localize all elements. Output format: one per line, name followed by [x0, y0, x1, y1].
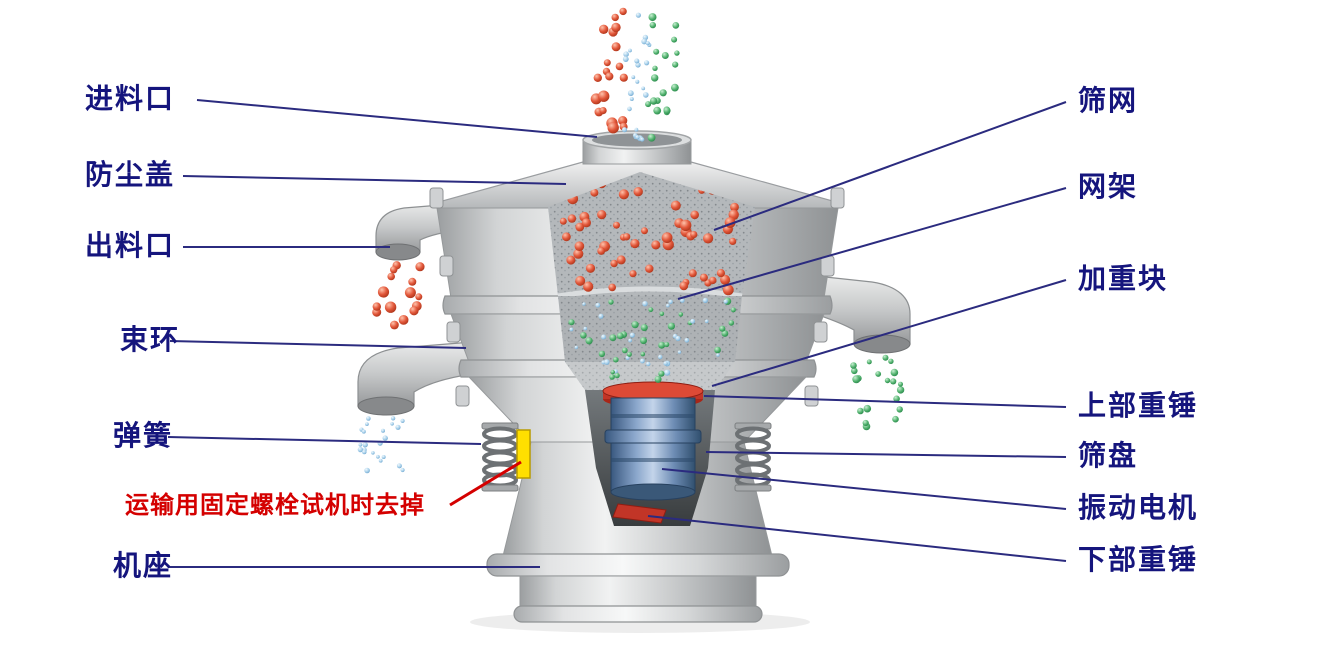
transport-bolt: [516, 429, 531, 479]
label-spring: 弹簧: [113, 421, 174, 452]
particles-blue-stream: [621, 12, 652, 142]
leader-line-mesh-frame: [677, 187, 1067, 300]
base-foot: [513, 605, 763, 623]
discharge-spout-lower-left: [357, 341, 473, 416]
discharge-spout-right: [815, 275, 911, 354]
leader-line-feed-inlet: [196, 99, 598, 138]
leader-line-weight-block: [711, 279, 1067, 387]
cutaway-interior-upper: [548, 172, 755, 296]
label-dust-cover: 防尘盖: [85, 160, 176, 191]
leader-line-upper-weight: [703, 395, 1067, 408]
leader-line-spring: [167, 436, 482, 445]
leader-line-sieve-tray: [705, 451, 1067, 458]
screen-mesh-part: [557, 286, 743, 299]
leader-line-lower-weight: [647, 515, 1067, 562]
label-lower-weight: 下部重锤: [1078, 545, 1199, 576]
particles-chamber-green: [568, 297, 736, 358]
spring-left: [481, 422, 519, 492]
particles-funnel-green: [609, 351, 665, 383]
particles-red-stream: [590, 7, 628, 134]
leader-line-screen-mesh: [713, 101, 1067, 231]
label-sieve-tray: 筛盘: [1078, 441, 1139, 472]
leader-line-transport-bolt: [449, 460, 522, 507]
feed-inlet-part: [582, 130, 692, 165]
particles-lower-spout-blue: [357, 416, 405, 474]
particles-upper-spout-red: [372, 261, 425, 330]
label-weight-block: 加重块: [1078, 264, 1169, 295]
label-screen-mesh: 筛网: [1078, 86, 1139, 117]
label-mesh-frame: 网架: [1078, 172, 1139, 203]
particles-right-spout-green: [850, 354, 905, 431]
leader-line-vibration-motor: [661, 468, 1067, 510]
lower-weight-part: [612, 503, 667, 524]
sieve-tray-part: [565, 362, 735, 390]
label-machine-base: 机座: [113, 551, 174, 582]
cutaway-interior-lower: [558, 296, 742, 362]
label-vibration-motor: 振动电机: [1078, 493, 1199, 524]
label-clamp-ring: 束环: [120, 325, 181, 356]
label-discharge-outlet: 出料口: [85, 231, 176, 262]
spring-right: [734, 422, 772, 492]
label-feed-inlet: 进料口: [85, 84, 176, 115]
clamp-brackets: [429, 187, 845, 407]
particles-chamber-blue: [569, 297, 728, 357]
label-transport-bolt-warning: 运输用固定螺栓试机时去掉: [125, 493, 425, 519]
vibration-motor-part: [604, 397, 702, 501]
base-rim: [486, 553, 790, 577]
leader-line-clamp-ring: [169, 340, 467, 349]
particles-green-stream: [645, 13, 680, 142]
label-upper-weight: 上部重锤: [1078, 391, 1199, 422]
leader-line-dust-cover: [182, 175, 567, 185]
